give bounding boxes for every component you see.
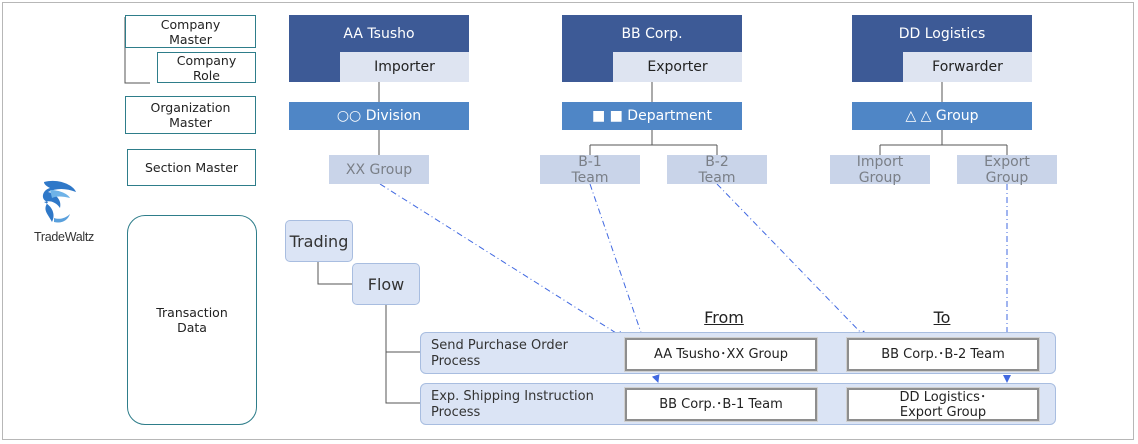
company-bb-corp-block — [562, 52, 613, 82]
org-group: △ △ Group — [852, 102, 1032, 130]
flow-box: Flow — [352, 263, 420, 305]
logo-text: TradeWaltz — [34, 230, 94, 244]
process-label: Send Purchase Order Process — [431, 338, 568, 369]
process-from-cell: AA Tsusho･XX Group — [624, 337, 818, 372]
process-label: Exp. Shipping Instruction Process — [431, 389, 594, 420]
company-bb-corp: BB Corp. — [562, 15, 742, 52]
role-importer: Importer — [340, 52, 469, 82]
org-division: ○○ Division — [289, 102, 469, 130]
role-exporter: Exporter — [613, 52, 742, 82]
process-from-cell: BB Corp.･B-1 Team — [624, 387, 818, 422]
company-dd-logistics: DD Logistics — [852, 15, 1032, 52]
company-role-box: Company Role — [157, 52, 256, 83]
org-department: ■ ■ Department — [562, 102, 742, 130]
company-dd-logistics-block — [852, 52, 903, 82]
company-aa-tsusho-block — [289, 52, 340, 82]
wave-logo-icon — [42, 180, 76, 223]
section-import-group: Import Group — [830, 154, 930, 186]
arrow-b2-to-po-to — [716, 183, 867, 339]
tradewaltz-logo: TradeWaltz — [26, 178, 102, 248]
section-xx-group: XX Group — [329, 155, 429, 184]
from-header: From — [704, 307, 744, 327]
process-to-cell: DD Logistics･ Export Group — [846, 387, 1040, 422]
company-master-box: Company Master — [125, 15, 256, 48]
section-b2-team: B-2 Team — [667, 154, 767, 186]
to-header: To — [933, 307, 951, 327]
company-aa-tsusho: AA Tsusho — [289, 15, 469, 52]
process-to-cell: BB Corp.･B-2 Team — [846, 337, 1040, 372]
section-master-box: Section Master — [127, 149, 256, 186]
organization-master-box: Organization Master — [125, 96, 256, 134]
trading-box: Trading — [285, 220, 353, 262]
section-export-group: Export Group — [957, 154, 1057, 186]
transaction-data-box: Transaction Data — [127, 215, 257, 425]
section-b1-team: B-1 Team — [540, 154, 640, 186]
arrow-xx-to-po-from — [379, 183, 625, 339]
role-forwarder: Forwarder — [903, 52, 1032, 82]
